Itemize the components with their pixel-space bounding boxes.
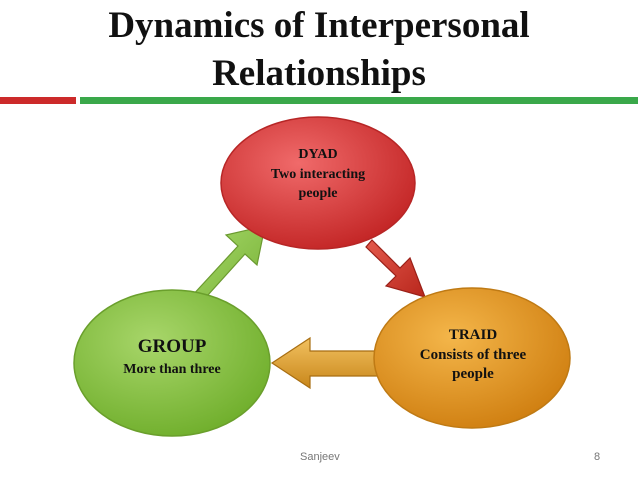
traid-name: TRAID: [448, 327, 498, 343]
dyad-name: DYAD: [298, 147, 338, 162]
title-underline-red: [0, 97, 76, 104]
dyad-label-group: DYAD Two interacting people: [228, 145, 408, 203]
group-desc-line-1: More than three: [123, 362, 221, 377]
title-underline-green: [80, 97, 638, 104]
traid-desc-line-2: people: [452, 366, 494, 382]
slide-title: Dynamics of Interpersonal Relationships: [0, 2, 638, 98]
author-footer: Sanjeev: [300, 451, 340, 463]
group-name: GROUP: [137, 336, 207, 357]
page-number: 8: [594, 451, 601, 463]
arrow-left-icon: [270, 336, 383, 390]
traid-label-group: TRAID Consists of three people: [390, 324, 556, 384]
title-line-2: Relationships: [212, 53, 426, 94]
traid-circle: [373, 287, 571, 429]
title-line-1: Dynamics of Interpersonal: [108, 5, 530, 46]
traid-desc-line-1: Consists of three: [419, 347, 527, 363]
dyad-desc-line-2: people: [298, 186, 338, 201]
group-label-group: GROUP More than three: [92, 333, 252, 379]
dyad-circle: [220, 116, 416, 250]
arrow-down-right-icon: [365, 239, 426, 298]
dyad-desc-line-1: Two interacting: [270, 167, 366, 182]
group-circle: [73, 289, 271, 437]
